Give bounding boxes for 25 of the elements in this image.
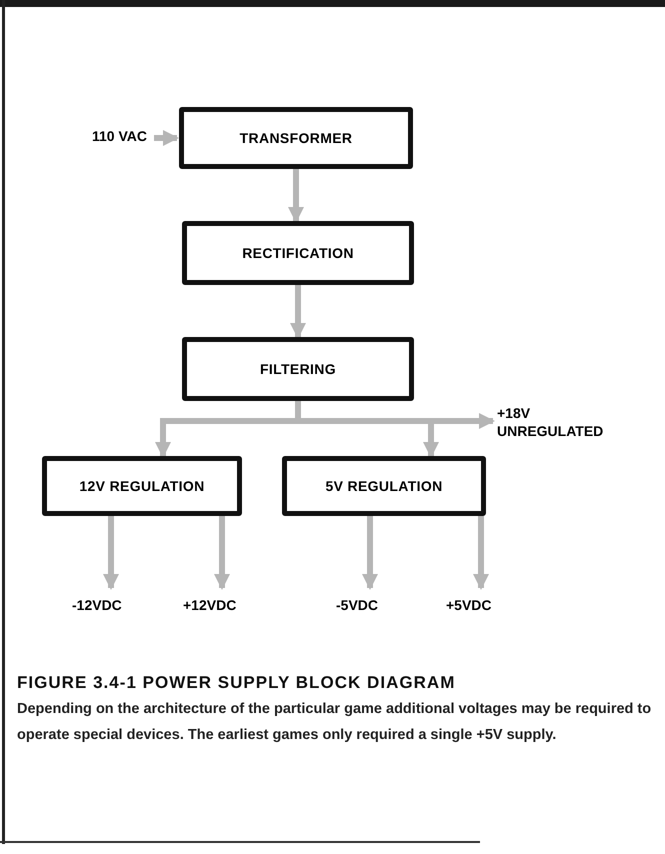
process-box	[42, 456, 242, 516]
figure-title: FIGURE 3.4-1 POWER SUPPLY BLOCK DIAGRAM	[17, 672, 456, 694]
arrow	[154, 130, 179, 146]
process-box	[179, 107, 413, 169]
arrow	[288, 169, 304, 223]
voltage-label: 110 VAC	[92, 127, 152, 147]
arrow	[362, 516, 378, 590]
voltage-label: +12VDC	[183, 596, 261, 618]
voltage-label: -12VDC	[72, 596, 150, 618]
box-label: 12V REGULATION	[79, 476, 205, 496]
voltage-label: +5VDC	[446, 596, 514, 618]
voltage-label: +18V UNREGULATED	[497, 404, 622, 444]
arrow	[290, 285, 306, 339]
process-box	[182, 221, 414, 285]
box-label: TRANSFORMER	[240, 128, 352, 148]
process-box	[182, 337, 414, 401]
box-label: FILTERING	[260, 360, 336, 378]
figure-caption: Depending on the architecture of the particular game additional voltages may be required to operate special devices. The earliest games only required a single +5V supply.	[17, 700, 652, 745]
arrow	[473, 516, 489, 590]
voltage-label: -5VDC	[336, 596, 404, 618]
arrow	[103, 516, 119, 590]
process-box	[282, 456, 486, 516]
box-label: 5V REGULATION	[325, 476, 443, 496]
box-label: RECTIFICATION	[242, 244, 354, 262]
arrow	[214, 516, 230, 590]
